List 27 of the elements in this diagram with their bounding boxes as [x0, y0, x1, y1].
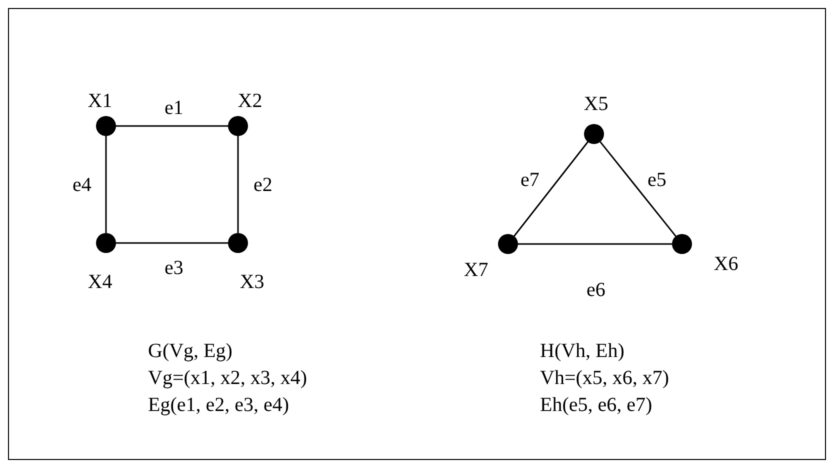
vertex-dot	[228, 233, 248, 253]
vertex-label: X2	[238, 91, 262, 111]
vertex-dot	[228, 116, 248, 136]
edge-line	[600, 141, 676, 237]
set-notation: Vg=(x1, x2, x3, x4)	[148, 366, 308, 391]
set-notation: Eg(e1, e2, e3, e4)	[148, 393, 290, 418]
vertex-label: X3	[240, 272, 264, 292]
set-notation: Eh(e5, e6, e7)	[540, 393, 652, 418]
edge-line	[237, 136, 239, 233]
vertex-dot	[96, 233, 116, 253]
vertex-label: X6	[714, 254, 738, 274]
vertex-dot	[584, 124, 604, 144]
vertex-label: X7	[464, 260, 488, 280]
vertex-label: X5	[584, 94, 608, 114]
edge-line	[116, 242, 228, 244]
vertex-dot	[498, 234, 518, 254]
edge-line	[105, 136, 107, 233]
vertex-dot	[96, 116, 116, 136]
vertex-label: X4	[88, 272, 112, 292]
vertex-label: X1	[88, 91, 112, 111]
edge-line	[514, 141, 588, 237]
set-notation: H(Vh, Eh)	[540, 339, 624, 364]
edge-line	[116, 125, 228, 127]
edge-line	[518, 243, 672, 245]
set-notation: G(Vg, Eg)	[148, 339, 232, 364]
vertex-dot	[672, 234, 692, 254]
set-notation: Vh=(x5, x6, x7)	[540, 366, 670, 391]
